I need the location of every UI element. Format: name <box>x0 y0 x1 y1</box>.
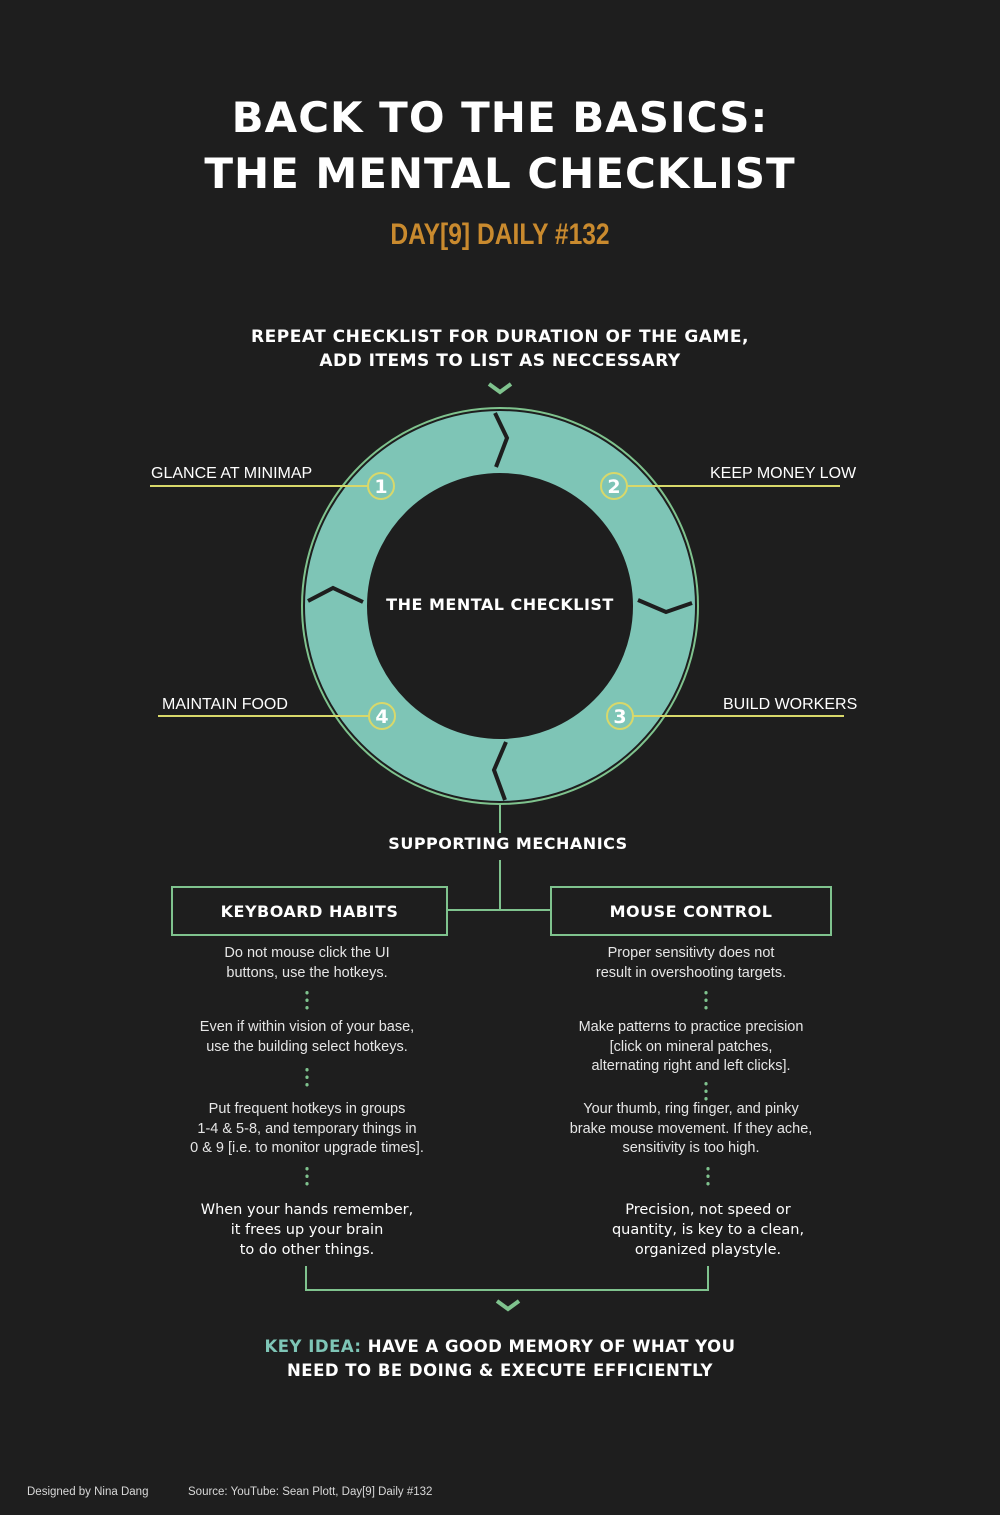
mouse-dots-1 <box>704 989 708 1011</box>
step-label-2: KEEP MONEY LOW <box>710 465 857 482</box>
step-marker-3: 3 <box>606 702 634 730</box>
keyboard-tip-2-line-1: Even if within vision of your base, <box>199 1019 415 1035</box>
step-marker-4: 4 <box>368 702 396 730</box>
mouse-tip-2-line-2: [click on mineral patches, <box>609 1038 773 1055</box>
key-idea-line-2: NEED TO BE DOING & EXECUTE EFFICIENTLY <box>287 1361 713 1380</box>
cycle-center-label: THE MENTAL CHECKLIST <box>386 595 614 614</box>
key-idea: KEY IDEA: HAVE A GOOD MEMORY OF WHAT YOU… <box>0 1335 1000 1383</box>
step-number-4: 4 <box>375 706 388 728</box>
page-title: BACK TO THE BASICS: THE MENTAL CHECKLIST <box>0 90 1000 202</box>
footer-source: Source: YouTube: Sean Plott, Day[9] Dail… <box>188 1486 433 1498</box>
step-label-3: BUILD WORKERS <box>723 696 858 713</box>
title-line-2: THE MENTAL CHECKLIST <box>204 149 796 198</box>
keyboard-tip-1-line-1: Do not mouse click the UI <box>224 945 390 961</box>
mouse-tip-3-line-2: brake mouse movement. If they ache, <box>569 1120 813 1137</box>
keyboard-tip-3-line-1: Put frequent hotkeys in groups <box>208 1101 406 1117</box>
keyboard-tip-3: Put frequent hotkeys in groups 1-4 & 5-8… <box>147 1100 467 1159</box>
key-idea-line-1-text: HAVE A GOOD MEMORY OF WHAT YOU <box>361 1337 736 1356</box>
mouse-tip-3: Your thumb, ring finger, and pinky brake… <box>531 1100 851 1159</box>
keyboard-tip-1-line-2: buttons, use the hotkeys. <box>226 964 388 981</box>
mouse-control-title: MOUSE CONTROL <box>609 901 773 921</box>
step-number-2: 2 <box>607 476 620 498</box>
mouse-tip-2-line-3: alternating right and left clicks]. <box>591 1058 791 1074</box>
key-idea-line-1: KEY IDEA: HAVE A GOOD MEMORY OF WHAT YOU <box>0 1335 1000 1359</box>
mouse-summary: Precision, not speed or quantity, is key… <box>558 1200 858 1260</box>
keyboard-summary-line-2: it frees up your brain <box>230 1222 384 1238</box>
key-idea-prefix: KEY IDEA: <box>264 1337 362 1356</box>
keyboard-tip-2: Even if within vision of your base, use … <box>157 1018 457 1057</box>
mouse-tip-2-line-1: Make patterns to practice precision <box>578 1019 804 1035</box>
mouse-tip-3-line-3: sensitivity is too high. <box>622 1140 760 1156</box>
chevron-down-icon <box>487 382 513 395</box>
keyboard-summary: When your hands remember, it frees up yo… <box>157 1200 457 1260</box>
mouse-dots-2 <box>704 1080 708 1102</box>
cycle-ring <box>305 411 695 801</box>
keyboard-summary-line-3: to do other things. <box>239 1242 375 1258</box>
mouse-tip-3-line-1: Your thumb, ring finger, and pinky <box>583 1101 799 1117</box>
mouse-summary-line-3: organized playstyle. <box>634 1242 782 1258</box>
ring-separator-left <box>307 585 364 604</box>
ring-separator-right <box>637 598 693 615</box>
step-label-4: MAINTAIN FOOD <box>162 696 288 713</box>
mouse-control-box: MOUSE CONTROL <box>550 886 832 936</box>
mouse-tip-1-line-1: Proper sensitivty does not <box>607 945 775 961</box>
footer-designer: Designed by Nina Dang <box>27 1486 149 1498</box>
keyboard-tip-1: Do not mouse click the UI buttons, use t… <box>157 944 457 983</box>
step-number-1: 1 <box>374 476 387 498</box>
repeat-note: REPEAT CHECKLIST FOR DURATION OF THE GAM… <box>0 325 1000 373</box>
step-label-1: GLANCE AT MINIMAP <box>151 465 313 482</box>
keyboard-habits-title: KEYBOARD HABITS <box>220 901 399 921</box>
keyboard-dots-3 <box>305 1165 309 1187</box>
mouse-summary-line-1: Precision, not speed or <box>625 1202 791 1218</box>
keyboard-summary-line-1: When your hands remember, <box>200 1202 414 1218</box>
mouse-summary-line-2: quantity, is key to a clean, <box>611 1222 805 1238</box>
keyboard-dots-2 <box>305 1066 309 1088</box>
step-marker-1: 1 <box>367 472 395 500</box>
supporting-mechanics-label: SUPPORTING MECHANICS <box>388 834 628 853</box>
repeat-note-line-1: REPEAT CHECKLIST FOR DURATION OF THE GAM… <box>251 327 749 347</box>
ring-separator-bottom <box>491 741 508 801</box>
keyboard-tip-2-line-2: use the building select hotkeys. <box>206 1038 408 1055</box>
title-line-1: BACK TO THE BASICS: <box>231 93 769 142</box>
step-marker-2: 2 <box>600 472 628 500</box>
repeat-note-line-2: ADD ITEMS TO LIST AS NECCESSARY <box>319 351 681 371</box>
keyboard-habits-box: KEYBOARD HABITS <box>171 886 448 936</box>
mouse-tip-1-line-2: result in overshooting targets. <box>595 964 787 981</box>
keyboard-tip-3-line-2: 1-4 & 5-8, and temporary things in <box>197 1120 417 1137</box>
chevron-down-icon <box>495 1299 521 1312</box>
subtitle: DAY[9] DAILY #132 <box>390 218 610 251</box>
mouse-dots-3 <box>706 1165 710 1187</box>
ring-separator-top <box>493 412 510 468</box>
step-number-3: 3 <box>613 706 626 728</box>
mouse-tip-1: Proper sensitivty does not result in ove… <box>541 944 841 983</box>
keyboard-dots-1 <box>305 989 309 1011</box>
mouse-tip-2: Make patterns to practice precision [cli… <box>531 1018 851 1077</box>
keyboard-tip-3-line-3: 0 & 9 [i.e. to monitor upgrade times]. <box>190 1140 424 1156</box>
summary-bracket <box>305 1266 709 1291</box>
